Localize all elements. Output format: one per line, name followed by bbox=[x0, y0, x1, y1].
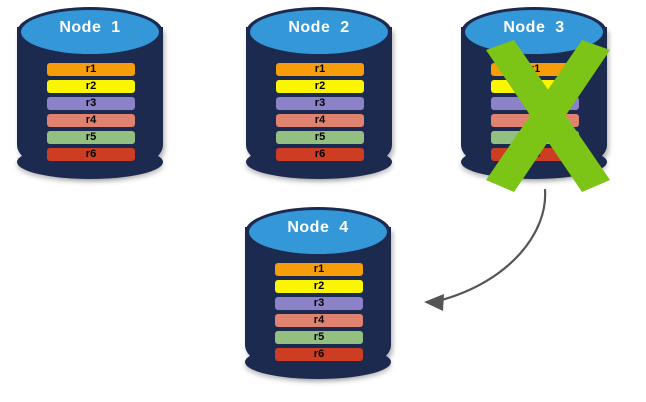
node-1[interactable]: Node 1 r1 r2 r3 r4 r5 r6 bbox=[17, 5, 163, 195]
node-4[interactable]: Node 4 r1 r2 r3 r4 r5 r6 bbox=[245, 205, 391, 395]
node-3[interactable]: Node 3 r1 r2 r3 r4 r5 r6 bbox=[461, 5, 607, 195]
node-1-row-r6: r6 bbox=[47, 148, 135, 161]
node-1-rows: r1 r2 r3 r4 r5 r6 bbox=[47, 63, 135, 161]
node-3-row-r5: r5 bbox=[491, 131, 579, 144]
node-1-row-r5: r5 bbox=[47, 131, 135, 144]
node-2-rows: r1 r2 r3 r4 r5 r6 bbox=[276, 63, 364, 161]
node-2-row-r2: r2 bbox=[276, 80, 364, 93]
node-2-row-r4: r4 bbox=[276, 114, 364, 127]
node-4-row-r4: r4 bbox=[275, 314, 363, 327]
node-3-rows: r1 r2 r3 r4 r5 r6 bbox=[491, 63, 579, 161]
node-1-label: Node 1 bbox=[59, 19, 121, 36]
node-4-row-r6: r6 bbox=[275, 348, 363, 361]
node-2-top-surface bbox=[250, 10, 388, 54]
node-3-row-r6: r6 bbox=[491, 148, 579, 161]
node-2-row-r3: r3 bbox=[276, 97, 364, 110]
node-4-top-surface bbox=[249, 210, 387, 254]
node-2-label: Node 2 bbox=[288, 19, 350, 36]
node-4-row-r5: r5 bbox=[275, 331, 363, 344]
node-4-row-r1: r1 bbox=[275, 263, 363, 276]
node-1-row-r4: r4 bbox=[47, 114, 135, 127]
arrow-head-icon bbox=[424, 294, 444, 311]
node-1-row-r2: r2 bbox=[47, 80, 135, 93]
node-2-row-r6: r6 bbox=[276, 148, 364, 161]
node-2[interactable]: Node 2 r1 r2 r3 r4 r5 r6 bbox=[246, 5, 392, 195]
node-4-row-r3: r3 bbox=[275, 297, 363, 310]
node-1-row-r1: r1 bbox=[47, 63, 135, 76]
node-3-row-r4: r4 bbox=[491, 114, 579, 127]
node-4-label: Node 4 bbox=[287, 219, 349, 236]
node-2-row-r5: r5 bbox=[276, 131, 364, 144]
node-3-label: Node 3 bbox=[503, 19, 565, 36]
node-3-row-r1: r1 bbox=[491, 63, 579, 76]
node-1-top-surface bbox=[21, 10, 159, 54]
node-2-row-r1: r1 bbox=[276, 63, 364, 76]
node-3-row-r3: r3 bbox=[491, 97, 579, 110]
node-3-row-r2: r2 bbox=[491, 80, 579, 93]
node-1-row-r3: r3 bbox=[47, 97, 135, 110]
node-4-rows: r1 r2 r3 r4 r5 r6 bbox=[275, 263, 363, 361]
node-4-row-r2: r2 bbox=[275, 280, 363, 293]
